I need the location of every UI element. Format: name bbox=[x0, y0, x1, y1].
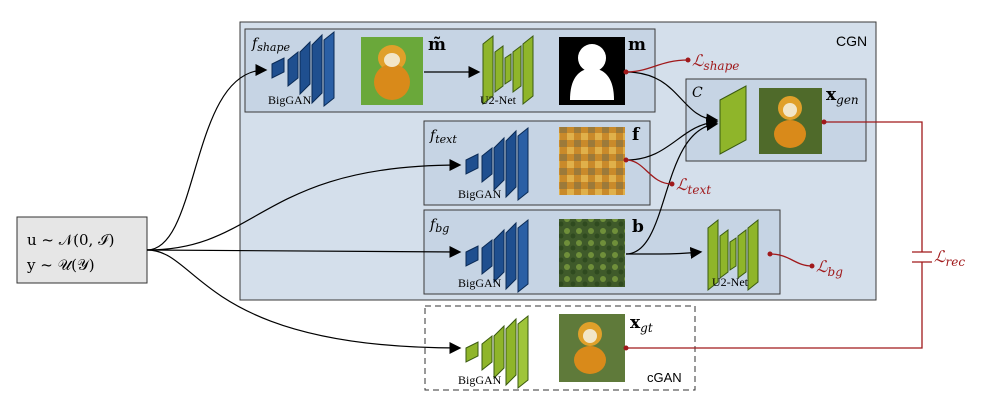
loss-text-label: ℒtext bbox=[676, 175, 711, 197]
shape-biggan-net-icon bbox=[271, 30, 335, 108]
bg-u2net-icon bbox=[707, 218, 759, 292]
monkey-image-icon bbox=[361, 37, 423, 105]
arrow-texture-to-composer bbox=[625, 116, 719, 161]
loss-bg-end-dot bbox=[809, 263, 815, 269]
cgn-label: CGN bbox=[836, 33, 867, 49]
loss-shape-label: ℒshape bbox=[692, 51, 739, 73]
text-module-name: ftext bbox=[429, 128, 457, 146]
text-biggan-label: BigGAN bbox=[458, 187, 502, 201]
composer-out-symbol: xgen bbox=[826, 85, 859, 107]
composer-icon bbox=[719, 85, 747, 155]
arrow-input-to-cgan bbox=[146, 249, 462, 354]
cgan-out-symbol: xgt bbox=[630, 313, 653, 335]
cgan-label: cGAN bbox=[647, 370, 682, 385]
shape-out1-symbol: m̃ bbox=[428, 35, 446, 55]
loss-bg-label: ℒbg bbox=[816, 257, 843, 279]
loss-rec-label: ℒrec bbox=[934, 247, 965, 269]
bg-out-symbol: b bbox=[632, 217, 644, 237]
input-line1: u ~ 𝒩(0, ℐ) bbox=[27, 231, 114, 249]
composer-name: C bbox=[692, 85, 703, 101]
loss-text-connector bbox=[625, 159, 673, 185]
input-line2: y ~ 𝒰(𝒴) bbox=[26, 256, 95, 274]
arrow-input-to-bg bbox=[146, 245, 462, 258]
generated-monkey-icon bbox=[759, 88, 822, 154]
text-biggan-net-icon bbox=[465, 126, 529, 202]
loss-text-dot bbox=[623, 157, 629, 163]
arrow-input-to-shape bbox=[146, 64, 268, 251]
shape-u2net-icon bbox=[482, 34, 534, 106]
arrow-bg-to-composer bbox=[625, 119, 719, 255]
cgan-biggan-net-icon bbox=[465, 314, 529, 390]
shape-biggan-label: BigGAN bbox=[268, 93, 312, 107]
bg-u2net-label: U2-Net bbox=[712, 275, 749, 289]
bg-arrow-to-u2net bbox=[626, 246, 703, 259]
cgan-biggan-label: BigGAN bbox=[458, 373, 502, 387]
shape-module-name: fshape bbox=[251, 36, 291, 54]
loss-text-end-dot bbox=[669, 181, 675, 187]
loss-shape-end-dot bbox=[685, 57, 691, 63]
texture-image-icon bbox=[559, 127, 625, 195]
background-foliage-icon bbox=[559, 219, 625, 287]
text-out-symbol: f bbox=[632, 125, 641, 145]
arrow-mask-to-composer bbox=[625, 71, 719, 126]
loss-bg-dot bbox=[767, 251, 773, 257]
bg-biggan-label: BigGAN bbox=[458, 276, 502, 290]
input-box bbox=[16, 216, 148, 284]
loss-shape-dot bbox=[623, 69, 629, 75]
loss-shape-connector bbox=[625, 59, 689, 73]
real-monkey-icon bbox=[559, 314, 625, 382]
shape-u2net-label: U2-Net bbox=[480, 93, 517, 107]
shape-out2-symbol: m bbox=[628, 35, 646, 55]
loss-bg-connector bbox=[769, 253, 813, 267]
loss-rec-gen-dot bbox=[821, 119, 827, 125]
arrow-input-to-text bbox=[146, 159, 462, 251]
bg-biggan-net-icon bbox=[465, 218, 529, 294]
loss-rec-gt-dot bbox=[623, 345, 629, 351]
loss-rec-gen-connector bbox=[824, 121, 923, 252]
mask-silhouette-icon bbox=[559, 37, 625, 105]
bg-module-name: fbg bbox=[429, 217, 449, 235]
loss-rec-gt-connector bbox=[626, 262, 923, 349]
